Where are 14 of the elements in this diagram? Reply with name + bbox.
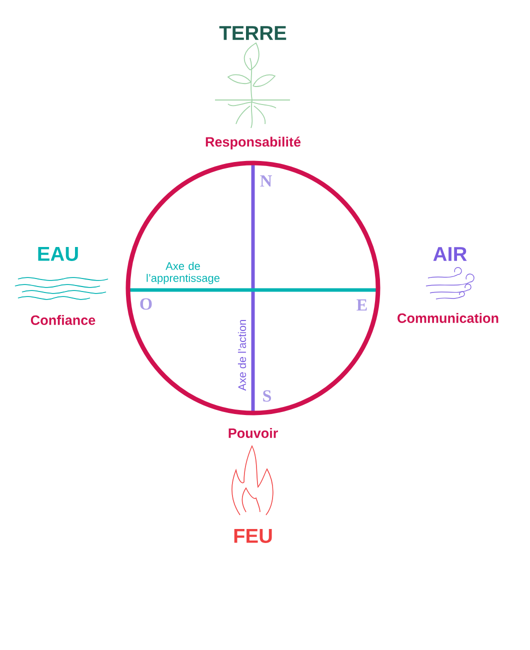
axis-label: Axe de l’apprentissage — [146, 262, 220, 284]
axis-label: Axe de l’action — [238, 320, 246, 391]
quality-label: Communication — [398, 313, 498, 323]
element-name: TERRE — [219, 26, 286, 40]
quality-label: Pouvoir — [228, 428, 278, 438]
element-name: FEU — [234, 529, 272, 543]
compass-letter: N — [260, 175, 272, 187]
quality-label: Responsabilité — [206, 136, 301, 150]
element-name: AIR — [433, 247, 467, 261]
compass-letter: S — [263, 390, 271, 402]
compass-letter: O — [140, 298, 152, 310]
compass-letter: E — [356, 299, 367, 311]
quality-label: Confiance — [30, 315, 96, 325]
element-name: EAU — [38, 247, 78, 261]
